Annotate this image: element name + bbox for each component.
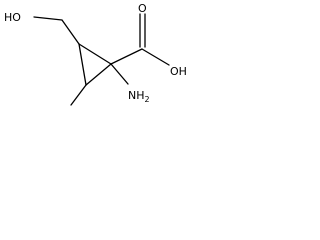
hydroxyl-label: HO — [4, 11, 21, 24]
ch2-oh-bond — [33, 16, 63, 21]
carboxyl-hydroxyl-label: OH — [170, 65, 187, 78]
ring-bond-left — [78, 43, 87, 86]
amine-bond — [110, 63, 129, 85]
ring-bond-top — [78, 43, 112, 65]
amine-label-subscript: 2 — [145, 95, 150, 104]
structural-formula: HO O OH NH2 — [4, 2, 187, 106]
carbonyl-oxygen-label: O — [138, 2, 147, 15]
amine-label: NH2 — [128, 89, 150, 104]
ch2-bond — [61, 19, 80, 45]
amine-label-main: NH — [128, 89, 145, 102]
carboxyl-oh-bond — [141, 48, 170, 66]
ring-bond-right — [85, 63, 112, 86]
methyl-bond — [70, 84, 87, 106]
carboxyl-bond — [110, 48, 143, 65]
